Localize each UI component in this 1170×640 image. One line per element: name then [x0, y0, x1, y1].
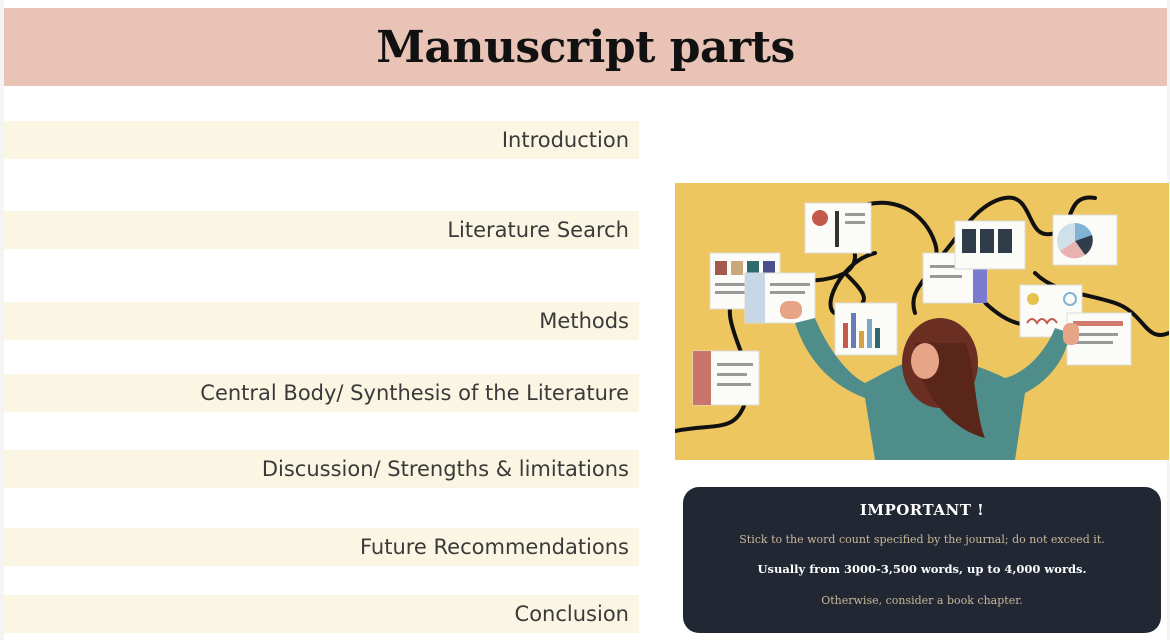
note-book-chapter: Otherwise, consider a book chapter.: [821, 594, 1023, 607]
part-conclusion: Conclusion: [4, 595, 639, 633]
part-central-body: Central Body/ Synthesis of the Literatur…: [4, 374, 639, 412]
title-band: Manuscript parts: [4, 8, 1167, 86]
part-discussion: Discussion/ Strengths & limitations: [4, 450, 639, 488]
note-word-count-advice: Stick to the word count specified by the…: [739, 533, 1105, 546]
note-heading: IMPORTANT !: [859, 501, 985, 519]
part-literature-search: Literature Search: [4, 211, 639, 249]
part-introduction: Introduction: [4, 121, 639, 159]
note-word-range: Usually from 3000-3,500 words, up to 4,0…: [757, 562, 1087, 576]
part-methods: Methods: [4, 302, 639, 340]
part-future-recommendations: Future Recommendations: [4, 528, 639, 566]
slide: Manuscript parts Introduction Literature…: [4, 0, 1169, 640]
important-note-box: IMPORTANT ! Stick to the word count spec…: [683, 487, 1161, 633]
slide-title: Manuscript parts: [376, 21, 795, 73]
woman-arranging-documents-illustration: [675, 183, 1169, 460]
